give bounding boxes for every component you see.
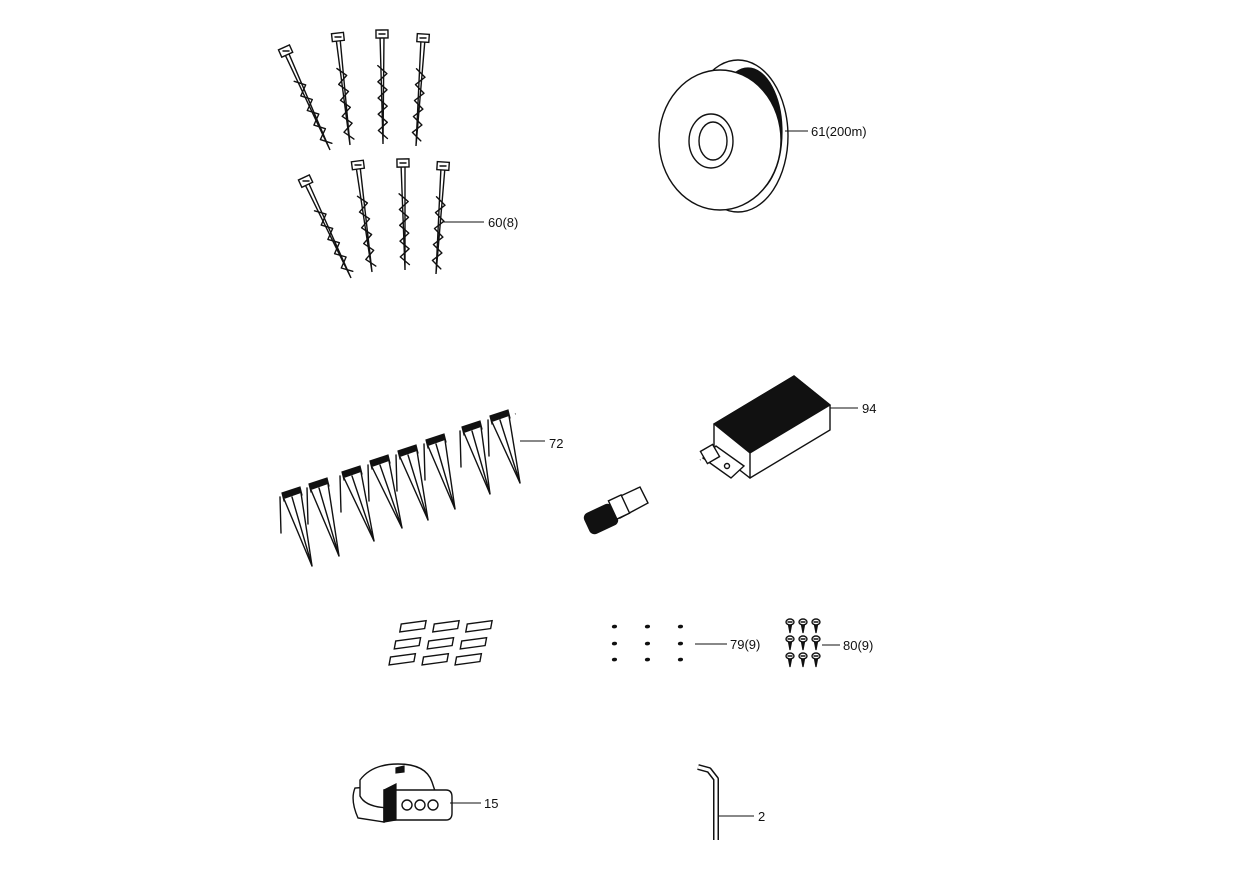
blade <box>431 619 651 633</box>
stakes-label: 60(8) <box>488 215 518 230</box>
wire-connector-icon <box>352 763 453 823</box>
wire-spool-label: 61(200m) <box>811 124 867 139</box>
screw-peg-icon <box>277 29 451 279</box>
stake <box>396 158 411 271</box>
screw-icon <box>785 618 821 668</box>
blade <box>454 652 684 666</box>
stake <box>431 160 451 275</box>
stake <box>330 31 355 146</box>
stake <box>350 159 377 273</box>
peg <box>395 444 429 521</box>
power-supply-label: 94 <box>862 401 876 416</box>
peg <box>279 486 313 567</box>
stake <box>411 32 431 147</box>
plastic-peg-icon <box>279 409 521 567</box>
screw <box>785 652 795 668</box>
peg <box>367 454 403 529</box>
blade <box>393 636 618 650</box>
screw <box>798 618 808 634</box>
stake <box>375 29 389 145</box>
screws-label: 80(9) <box>843 638 873 653</box>
screw <box>785 635 795 651</box>
peg <box>487 409 521 484</box>
blade <box>426 636 651 650</box>
blade <box>398 619 618 633</box>
blade <box>459 636 684 650</box>
stake <box>297 173 354 279</box>
stake <box>277 44 333 151</box>
hex-key-label: 2 <box>758 809 765 824</box>
blade-icon <box>388 619 684 666</box>
wire-spool-icon <box>658 59 789 213</box>
screw <box>811 635 821 651</box>
blade <box>421 652 651 666</box>
connector-label: 15 <box>484 796 498 811</box>
hex-key-icon <box>697 764 719 840</box>
screw <box>811 652 821 668</box>
screw <box>798 635 808 651</box>
screw <box>798 652 808 668</box>
power-supply-icon <box>583 375 832 535</box>
peg-strip-label: 72 <box>549 436 563 451</box>
peg <box>339 465 375 542</box>
screw <box>785 618 795 634</box>
peg <box>423 433 456 510</box>
blades-label: 79(9) <box>730 637 760 652</box>
blade <box>464 619 684 633</box>
peg <box>306 477 340 557</box>
screw <box>811 618 821 634</box>
blade <box>388 652 618 666</box>
peg <box>459 420 491 495</box>
